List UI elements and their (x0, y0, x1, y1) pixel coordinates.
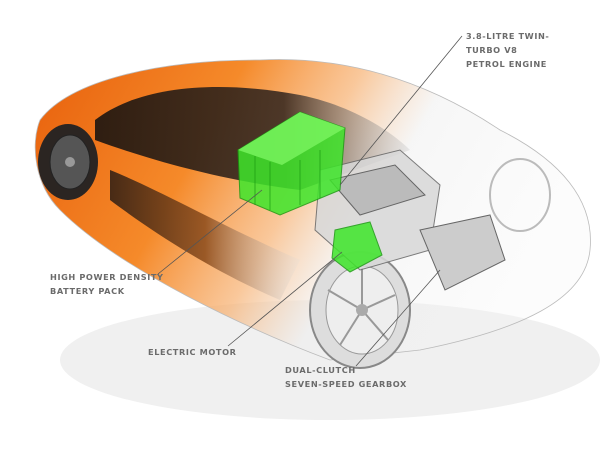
leader-lines (157, 35, 463, 367)
battery-pack (237, 111, 346, 216)
engine-label-line: 3.8-LITRE TWIN- (466, 31, 550, 41)
motor-label-line: ELECTRIC MOTOR (148, 347, 237, 357)
rear-wheel (38, 124, 98, 200)
gearbox-leader-line (355, 269, 441, 367)
battery-label: HIGH POWER DENSITY BATTERY PACK (50, 270, 164, 298)
engine-label-line: TURBO V8 (466, 45, 518, 55)
side-intake (110, 170, 300, 300)
motor-leader-line (227, 251, 343, 347)
gearbox-label: DUAL-CLUTCH SEVEN-SPEED GEARBOX (285, 363, 407, 391)
engine-label: 3.8-LITRE TWIN- TURBO V8 PETROL ENGINE (466, 29, 549, 71)
far-wheel (489, 158, 551, 232)
electric-motor (331, 221, 383, 273)
gearbox-label-line: DUAL-CLUTCH (285, 365, 356, 375)
engine-label-line: PETROL ENGINE (466, 59, 547, 69)
motor-label: ELECTRIC MOTOR (148, 345, 237, 359)
engine-leader-line (339, 35, 463, 186)
battery-label-line: HIGH POWER DENSITY (50, 272, 164, 282)
battery-leader-line (157, 189, 263, 275)
front-wheel (309, 251, 411, 369)
gearbox-label-line: SEVEN-SPEED GEARBOX (285, 379, 407, 389)
battery-label-line: BATTERY PACK (50, 286, 125, 296)
